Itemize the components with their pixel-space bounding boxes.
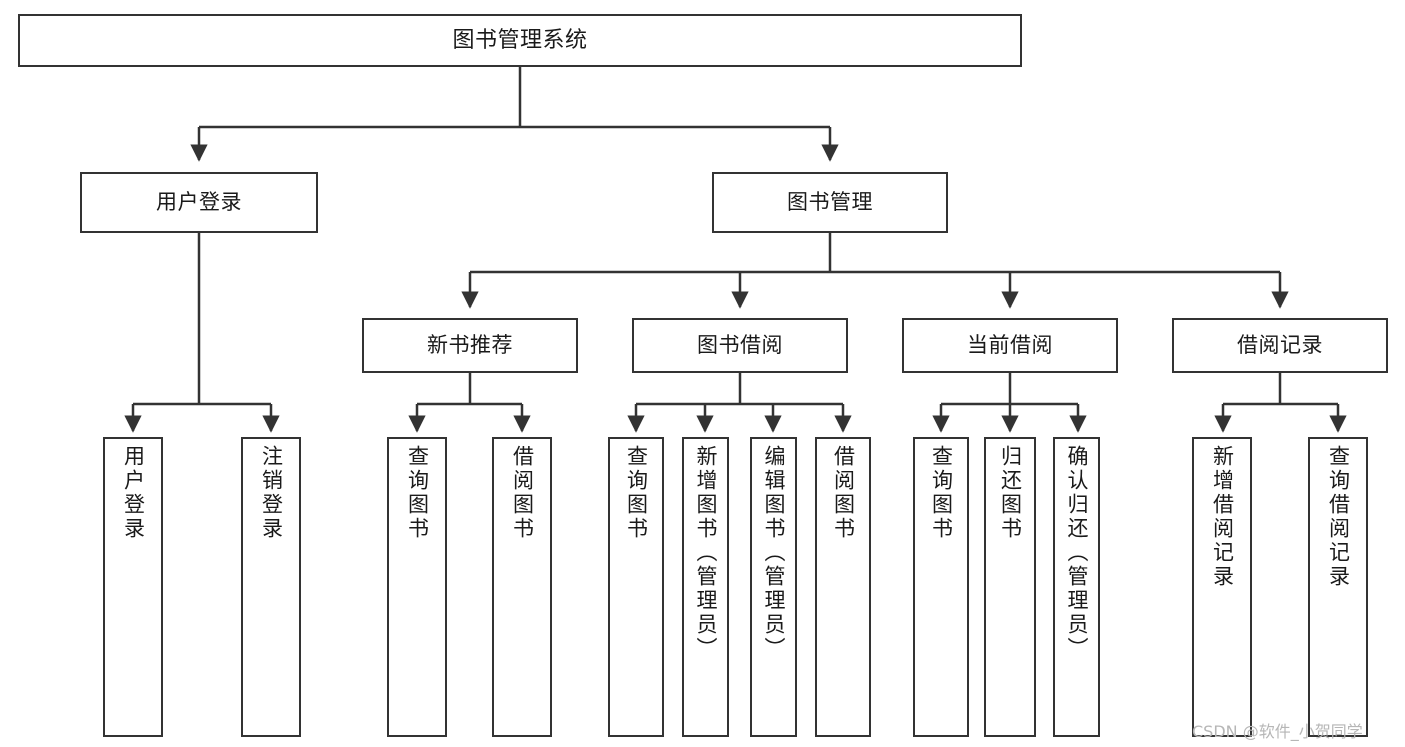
node-root-book-management-system[interactable]: 图书管理系统: [18, 14, 1022, 67]
leaf-user-login[interactable]: 用户登录: [103, 437, 163, 737]
node-label: 用户登录: [156, 190, 242, 215]
node-label: 图书借阅: [697, 333, 783, 358]
leaf-query-book-recommend[interactable]: 查询图书: [387, 437, 447, 737]
node-label: 用户登录: [121, 445, 146, 541]
node-label: 图书管理系统: [452, 27, 588, 53]
leaf-query-book-borrow[interactable]: 查询图书: [608, 437, 664, 737]
node-label: 当前借阅: [967, 333, 1053, 358]
leaf-confirm-return-admin[interactable]: 确认归还（管理员）: [1053, 437, 1100, 737]
node-book-borrow[interactable]: 图书借阅: [632, 318, 848, 373]
node-label: 编辑图书（管理员）: [762, 445, 786, 661]
node-label: 图书管理: [787, 190, 873, 215]
node-label: 查询图书: [624, 445, 649, 541]
node-current-borrow[interactable]: 当前借阅: [902, 318, 1118, 373]
node-borrow-record[interactable]: 借阅记录: [1172, 318, 1388, 373]
node-label: 查询借阅记录: [1326, 445, 1351, 589]
leaf-query-borrow-record[interactable]: 查询借阅记录: [1308, 437, 1368, 737]
leaf-edit-book-admin[interactable]: 编辑图书（管理员）: [750, 437, 797, 737]
leaf-return-book[interactable]: 归还图书: [984, 437, 1036, 737]
node-label: 借阅图书: [831, 445, 856, 541]
leaf-add-book-admin[interactable]: 新增图书（管理员）: [682, 437, 729, 737]
csdn-watermark: CSDN @软件_小贺同学: [1192, 722, 1363, 741]
node-book-management[interactable]: 图书管理: [712, 172, 948, 233]
node-user-login[interactable]: 用户登录: [80, 172, 318, 233]
node-new-book-recommend[interactable]: 新书推荐: [362, 318, 578, 373]
node-label: 确认归还（管理员）: [1065, 445, 1089, 661]
node-label: 新增借阅记录: [1210, 445, 1235, 589]
node-label: 注销登录: [259, 445, 284, 541]
node-label: 新增图书（管理员）: [694, 445, 718, 661]
leaf-query-book-current[interactable]: 查询图书: [913, 437, 969, 737]
node-label: 新书推荐: [427, 333, 513, 358]
node-label: 归还图书: [998, 445, 1023, 541]
leaf-logout[interactable]: 注销登录: [241, 437, 301, 737]
leaf-borrow-book-recommend[interactable]: 借阅图书: [492, 437, 552, 737]
node-label: 查询图书: [929, 445, 954, 541]
node-label: 借阅记录: [1237, 333, 1323, 358]
node-label: 查询图书: [405, 445, 430, 541]
leaf-add-borrow-record[interactable]: 新增借阅记录: [1192, 437, 1252, 737]
node-label: 借阅图书: [510, 445, 535, 541]
leaf-borrow-book[interactable]: 借阅图书: [815, 437, 871, 737]
